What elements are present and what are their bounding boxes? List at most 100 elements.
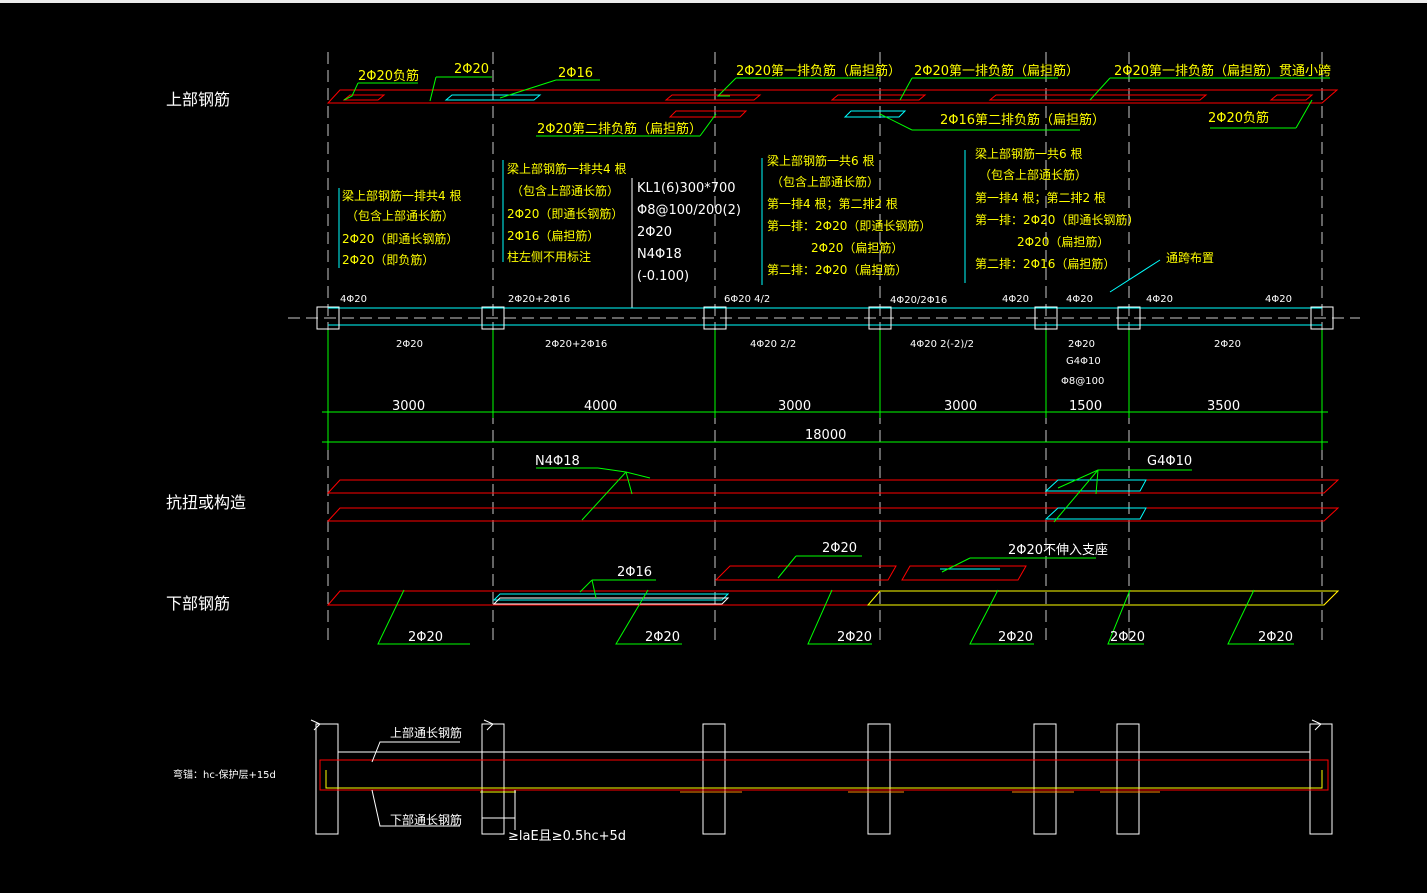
label-second-row-neg-20: 2Φ20第二排负筋（扁担筋） — [537, 121, 702, 137]
section-title-bottom-rebar: 下部钢筋 — [166, 594, 230, 613]
note5-line4: 第一排：2Φ20（即通长钢筋） — [975, 212, 1139, 227]
bottom-no-support-label: 2Φ20不伸入支座 — [1008, 543, 1108, 558]
bottom-bars — [326, 565, 1340, 606]
note5-line3: 第一排4 根；第二排2 根 — [975, 191, 1106, 205]
label-first-row-neg-through: 2Φ20第一排负筋（扁担筋）贯通小跨 — [1114, 63, 1331, 79]
top-through-bar — [326, 89, 1339, 104]
label-2d16: 2Φ16 — [558, 66, 593, 81]
bottom-bar-label-1: 2Φ20 — [408, 630, 443, 645]
top-neg-bar-1 — [342, 94, 386, 101]
note-block-5: 梁上部钢筋一共6 根 （包含上部通长筋） 第一排4 根；第二排2 根 第一排：2… — [964, 146, 1139, 283]
label-first-row-neg-1: 2Φ20第一排负筋（扁担筋） — [736, 63, 901, 79]
cad-drawing-canvas: 上部钢筋 抗扭或构造 下部钢筋 2Φ20负筋 2Φ20 2Φ16 2Φ20第一排… — [166, 52, 1360, 844]
note4-line5: 2Φ20（扁担筋） — [811, 240, 903, 255]
beam-top-ann-1: 4Φ20 — [340, 294, 367, 305]
note6-leader — [1109, 259, 1161, 293]
beam-bot-ann-4: 4Φ20 2(-2)/2 — [910, 339, 974, 350]
note6-text: 通跨布置 — [1166, 251, 1214, 265]
elevation-detail — [310, 719, 1333, 835]
bottom-bar-label-4: 2Φ20 — [998, 630, 1033, 645]
top-neg-bar-4 — [988, 94, 1208, 101]
label-neg-2d20: 2Φ20负筋 — [358, 68, 419, 84]
beam-bot-ann-1: 2Φ20 — [396, 339, 423, 350]
note1-line1: 梁上部钢筋一排共4 根 — [342, 188, 461, 203]
bottom-bar-label-2: 2Φ20 — [645, 630, 680, 645]
top-second-row-bar-1 — [668, 110, 748, 118]
note1-line4: 2Φ20（即负筋） — [342, 252, 434, 267]
bottom-labels: 2Φ16 2Φ20 2Φ20不伸入支座 2Φ20 2Φ20 2Φ20 2Φ20 … — [408, 541, 1293, 645]
torsion-g4-label: G4Φ10 — [1147, 454, 1192, 469]
bottom-bar-label-5: 2Φ20 — [1110, 630, 1145, 645]
total-dim: 18000 — [805, 428, 846, 443]
elev-end-anchor-label: 弯锚：hc-保护层+15d — [173, 768, 276, 781]
note3-line5: (-0.100) — [637, 269, 689, 284]
torsion-bars — [326, 479, 1340, 522]
beam-top-ann-4: 4Φ20/2Φ16 — [890, 295, 947, 306]
note5-line6: 第二排：2Φ16（扁担筋） — [975, 256, 1115, 271]
beam-bot-ann-6: 2Φ20 — [1214, 339, 1241, 350]
top-second-row-bar-2 — [843, 110, 907, 118]
note4-line1: 梁上部钢筋一共6 根 — [767, 153, 874, 168]
span-dim-6: 3500 — [1207, 399, 1240, 414]
note1-line2: （包含上部通长筋） — [346, 208, 454, 223]
beam-top-ann-3: 6Φ20 4/2 — [724, 294, 770, 305]
note3-line2: Φ8@100/200(2) — [637, 203, 741, 218]
note4-line4: 第一排：2Φ20（即通长钢筋） — [767, 218, 931, 233]
label-second-row-neg-16: 2Φ16第二排负筋（扁担筋） — [940, 112, 1105, 128]
note5-line5: 2Φ20（扁担筋） — [1017, 234, 1109, 249]
span-dim-1: 3000 — [392, 399, 425, 414]
span-dim-3: 3000 — [778, 399, 811, 414]
top-neg-bar-2 — [664, 94, 762, 101]
span-dim-2: 4000 — [584, 399, 617, 414]
note-block-1: 梁上部钢筋一排共4 根 （包含上部通长筋） 2Φ20（即通长钢筋） 2Φ20（即… — [338, 188, 461, 268]
beam-top-ann-7: 4Φ20 — [1146, 294, 1173, 305]
beam-top-ann-8: 4Φ20 — [1265, 294, 1292, 305]
bottom-bar-label-6: 2Φ20 — [1258, 630, 1293, 645]
bottom-2d16-label: 2Φ16 — [617, 565, 652, 580]
beam-top-annotations: 4Φ20 2Φ20+2Φ16 6Φ20 4/2 4Φ20/2Φ16 4Φ20 4… — [340, 294, 1292, 306]
top-neg-bar-5 — [1269, 94, 1314, 101]
note3-line1: KL1(6)300*700 — [637, 181, 736, 196]
beam-bot-ann-3: 4Φ20 2/2 — [750, 339, 796, 350]
beam-plan: 4Φ20 2Φ20+2Φ16 6Φ20 4/2 4Φ20/2Φ16 4Φ20 4… — [288, 294, 1360, 387]
note5-line1: 梁上部钢筋一共6 根 — [975, 146, 1082, 161]
elev-anchor-rule: ≥laE且≥0.5hc+5d — [508, 829, 626, 844]
note2-line3: 2Φ20（即通长钢筋） — [507, 206, 623, 221]
note4-line6: 第二排：2Φ20（扁担筋） — [767, 262, 907, 277]
dimension-texts: 3000 4000 3000 3000 1500 3500 18000 — [392, 399, 1240, 443]
short-span-stirrup: Φ8@100 — [1061, 376, 1104, 387]
elev-top-through-label: 上部通长钢筋 — [390, 725, 462, 740]
top-leaders — [343, 76, 1330, 137]
note-block-4: 梁上部钢筋一共6 根 （包含上部通长筋） 第一排4 根；第二排2 根 第一排：2… — [761, 153, 931, 285]
note4-line2: （包含上部通长筋） — [771, 174, 879, 189]
note2-line5: 柱左侧不用标注 — [507, 249, 591, 264]
short-span-g4: G4Φ10 — [1066, 356, 1101, 367]
label-neg-right: 2Φ20负筋 — [1208, 110, 1269, 126]
note3-line3: 2Φ20 — [637, 225, 672, 240]
section-title-torsion: 抗扭或构造 — [166, 493, 246, 512]
beam-top-ann-6: 4Φ20 — [1066, 294, 1093, 305]
note2-line4: 2Φ16（扁担筋） — [507, 228, 599, 243]
note3-line4: N4Φ18 — [637, 247, 682, 262]
beam-top-ann-5: 4Φ20 — [1002, 294, 1029, 305]
torsion-leaders — [536, 467, 1192, 523]
note4-line3: 第一排4 根；第二排2 根 — [767, 197, 898, 211]
window-top-border — [0, 0, 1427, 3]
beam-bot-ann-5: 2Φ20 — [1068, 339, 1095, 350]
label-first-row-neg-2: 2Φ20第一排负筋（扁担筋） — [914, 63, 1079, 79]
span-dim-5: 1500 — [1069, 399, 1102, 414]
span-dim-4: 3000 — [944, 399, 977, 414]
note-block-3-beam-spec: KL1(6)300*700 Φ8@100/200(2) 2Φ20 N4Φ18 (… — [631, 178, 741, 308]
note1-line3: 2Φ20（即通长钢筋） — [342, 231, 458, 246]
note-block-2: 梁上部钢筋一排共4 根 （包含上部通长筋） 2Φ20（即通长钢筋） 2Φ16（扁… — [502, 160, 626, 264]
beam-bottom-annotations: 2Φ20 2Φ20+2Φ16 4Φ20 2/2 4Φ20 2(-2)/2 2Φ2… — [396, 339, 1241, 387]
elev-bottom-through-label: 下部通长钢筋 — [390, 812, 462, 827]
top-rebar-group — [326, 89, 1339, 118]
beam-top-ann-2: 2Φ20+2Φ16 — [508, 294, 570, 305]
bottom-2d20-label: 2Φ20 — [822, 541, 857, 556]
note5-line2: （包含上部通长筋） — [979, 167, 1087, 182]
beam-bot-ann-2: 2Φ20+2Φ16 — [545, 339, 607, 350]
section-title-top-rebar: 上部钢筋 — [166, 90, 230, 109]
note2-line1: 梁上部钢筋一排共4 根 — [507, 161, 626, 176]
dimension-lines — [322, 330, 1328, 450]
